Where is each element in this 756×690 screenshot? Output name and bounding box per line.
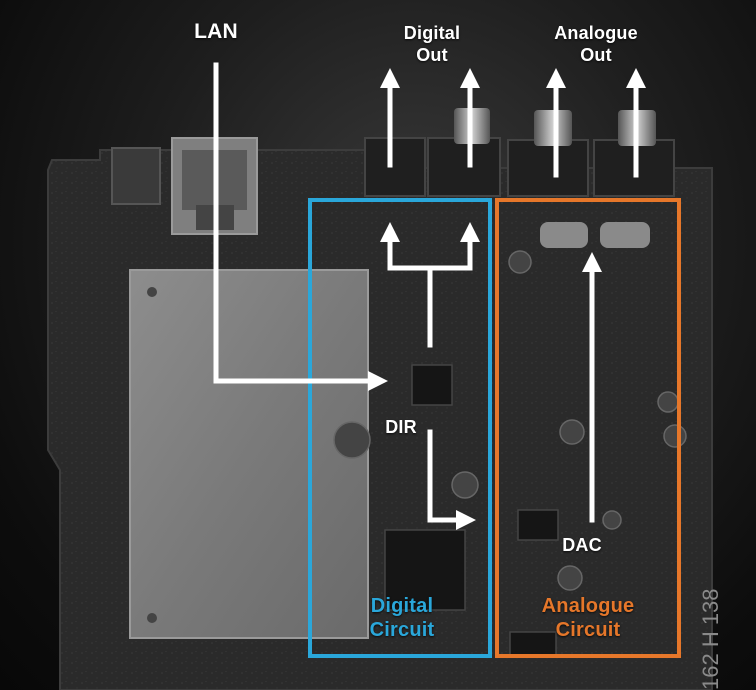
wifi-module-shield: [129, 269, 369, 639]
lan-label: LAN: [194, 20, 238, 43]
dir-chip: [411, 364, 453, 406]
analogue-circuit-label: Analogue Circuit: [541, 595, 635, 641]
power-connector: [111, 147, 161, 205]
board-print: 162 H 138: [698, 588, 723, 690]
dac-label: DAC: [562, 535, 602, 555]
dac-chip: [517, 509, 559, 541]
analogue-pads: [540, 222, 650, 248]
digital-fork-stem: [380, 222, 433, 348]
capacitors: [333, 250, 687, 591]
lan-signal-arrow: [213, 62, 388, 391]
digital-fork-right: [427, 222, 480, 271]
analogue-circuit-box: [495, 198, 681, 658]
dir-label: DIR: [385, 417, 417, 437]
dir-to-dac-arrow: [427, 429, 476, 530]
analogue-out-label: Analogue Out: [554, 23, 638, 65]
digital-circuit-box: [308, 198, 492, 658]
digital-circuit-label: Digital Circuit: [369, 595, 435, 641]
output-connectors: [364, 108, 675, 197]
large-chip: [384, 529, 466, 611]
digital-out-label: Digital Out: [403, 23, 461, 65]
